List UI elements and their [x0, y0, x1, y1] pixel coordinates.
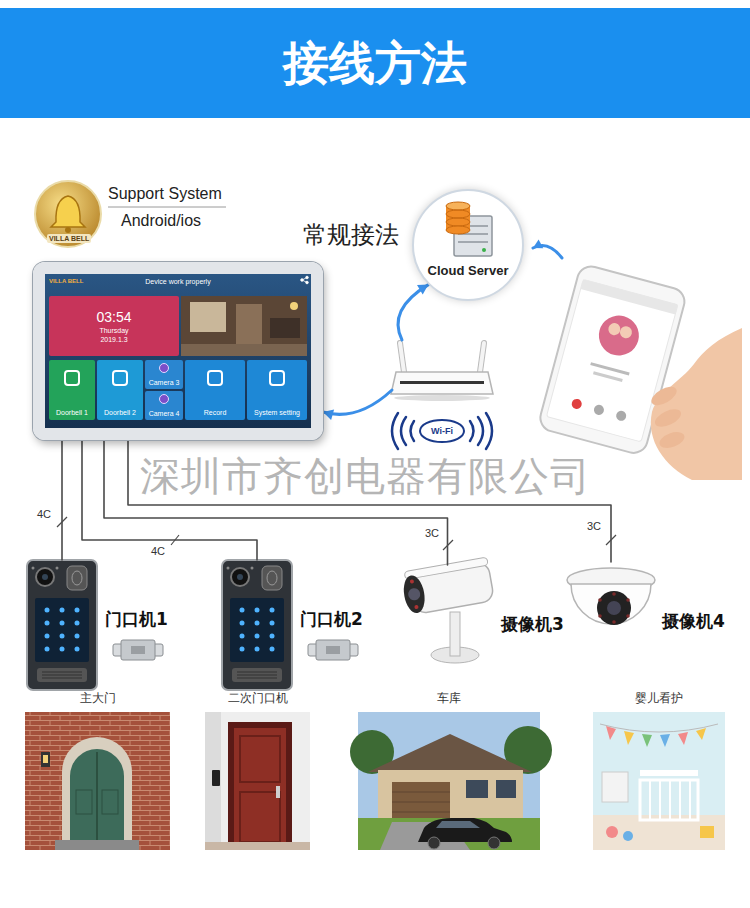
camera-tile: Camera 3: [145, 360, 183, 389]
connector-line: [128, 440, 611, 562]
connector-line: [398, 285, 428, 340]
node-text: 03:54: [96, 309, 131, 326]
title-text: 接线方法: [0, 35, 750, 91]
node-text: Wi-Fi: [392, 425, 492, 437]
node-text: 门口机1: [105, 608, 168, 630]
clock-tile: 03:54Thursday2019.1.3: [49, 296, 179, 356]
wire-spec-label: 3C: [424, 527, 440, 540]
node-text: 车库: [358, 690, 540, 706]
node-text: VILLA BELL: [49, 277, 83, 285]
tile-icon: [159, 394, 169, 404]
camera-tile: Camera 4: [145, 391, 183, 420]
node-text: Thursday: [99, 326, 128, 335]
record-tile: Record: [185, 360, 245, 420]
door-station: 门口机1: [27, 560, 97, 690]
doorbell-tile: Doorbell 1: [49, 360, 95, 420]
node-text: 2019.1.3: [100, 335, 127, 344]
wire-connector: [128, 440, 611, 562]
bullet-camera: 摄像机3: [400, 565, 495, 665]
node-text: Doorbell 2: [104, 408, 136, 417]
node-text: Cloud Server: [414, 263, 522, 279]
scene-photo: 婴儿看护: [593, 712, 725, 850]
node-text: Camera 4: [149, 409, 180, 418]
cloud-server-circle: Cloud Server: [412, 189, 524, 301]
dome-camera: 摄像机4: [565, 562, 657, 652]
connector-line: [61, 440, 63, 560]
indoor-monitor: VILLA BELLDevice work properly 03:54Thurs…: [33, 262, 323, 440]
signal-arrow: [323, 390, 392, 420]
wire-spec-label: 4C: [36, 508, 52, 521]
tile-icon: [159, 363, 169, 373]
tile-icon: [207, 370, 223, 386]
node-text: 门口机2: [300, 608, 363, 630]
support-text: Support System: [108, 184, 222, 204]
brand-badge-text: VILLA BELL: [47, 234, 91, 243]
wire-spec-label: 4C: [150, 545, 166, 558]
watermark: 深圳市齐创电器有限公司: [140, 455, 591, 497]
tile-icon: [64, 370, 80, 386]
doorbell-tile: Doorbell 2: [97, 360, 143, 420]
node-text: Device work properly: [45, 277, 311, 286]
scene-photo: 车库: [358, 712, 540, 850]
settings-tile: System setting: [247, 360, 307, 420]
wire-spec-label: 3C: [586, 520, 602, 533]
scene-photo: 二次门口机: [205, 712, 310, 850]
platform-text: Android/ios: [121, 211, 201, 231]
node-text: 摄像机4: [662, 610, 725, 632]
node-text: Camera 3: [149, 378, 180, 387]
node-text: Record: [204, 408, 227, 417]
node-text: 主大门: [25, 690, 170, 706]
arrow-head: [323, 410, 334, 421]
node-text: 摄像机3: [501, 613, 564, 635]
tile-icon: [269, 370, 285, 386]
signal-arrow: [398, 285, 428, 340]
tile-icon: [112, 370, 128, 386]
arrow-head: [417, 285, 428, 295]
node-text: 婴儿看护: [593, 690, 725, 706]
wire-connector: [62, 440, 63, 560]
wiring-note: 常规接法: [303, 220, 399, 250]
node-text: 二次门口机: [205, 690, 310, 706]
door-station: 门口机2: [222, 560, 292, 690]
scene-photo: 主大门: [25, 712, 170, 850]
wifi-router: Wi-Fi: [392, 340, 492, 452]
node-text: Doorbell 1: [56, 408, 88, 417]
node-text: System setting: [254, 408, 300, 417]
